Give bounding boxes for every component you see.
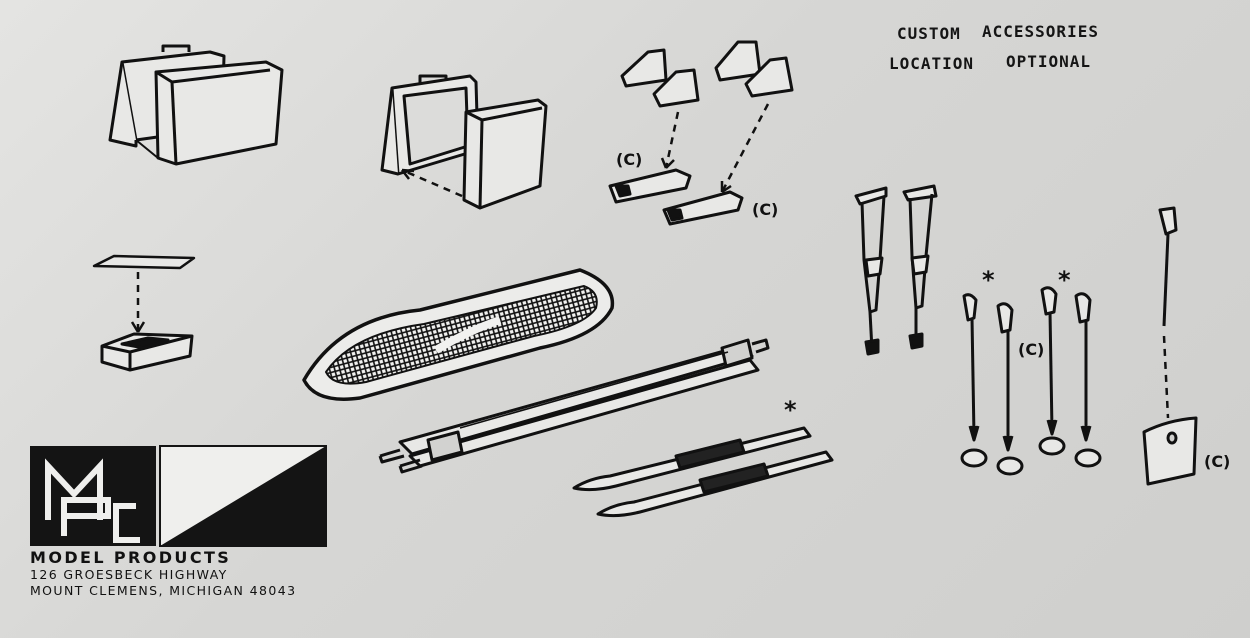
header-location: LOCATION [889, 54, 975, 73]
label-boot-binding-2: (C) [752, 200, 779, 219]
asterisk-poles-2: * [1058, 266, 1071, 294]
header-optional: OPTIONAL [1006, 52, 1092, 71]
logo-panel [30, 445, 327, 547]
header-accessories: ACCESSORIES [982, 22, 1099, 41]
box-with-lid [92, 254, 196, 372]
label-ski-pole: (C) [1018, 340, 1045, 359]
asterisk-poles-1: * [982, 266, 995, 294]
stretcher [378, 338, 770, 474]
suitcase-open-1 [108, 44, 284, 166]
company-city: MOUNT CLEMENS, MICHIGAN 48043 [30, 583, 297, 598]
asterisk-skis: * [784, 396, 797, 424]
company-street: 126 GROESBECK HIGHWAY [30, 567, 228, 582]
crutches [854, 184, 938, 356]
ski-poles [960, 286, 1102, 476]
suitcase-open-2 [380, 74, 548, 210]
label-boot-binding-1: (C) [616, 150, 643, 169]
shovel [1142, 206, 1198, 486]
label-shovel: (C) [1204, 452, 1231, 471]
toboggan [302, 268, 615, 401]
company-name: MODEL PRODUCTS [30, 548, 232, 567]
boots-and-bindings [608, 40, 794, 226]
skis [572, 426, 834, 518]
mpc-logo-icon [45, 458, 140, 543]
header-custom: CUSTOM [897, 24, 961, 43]
